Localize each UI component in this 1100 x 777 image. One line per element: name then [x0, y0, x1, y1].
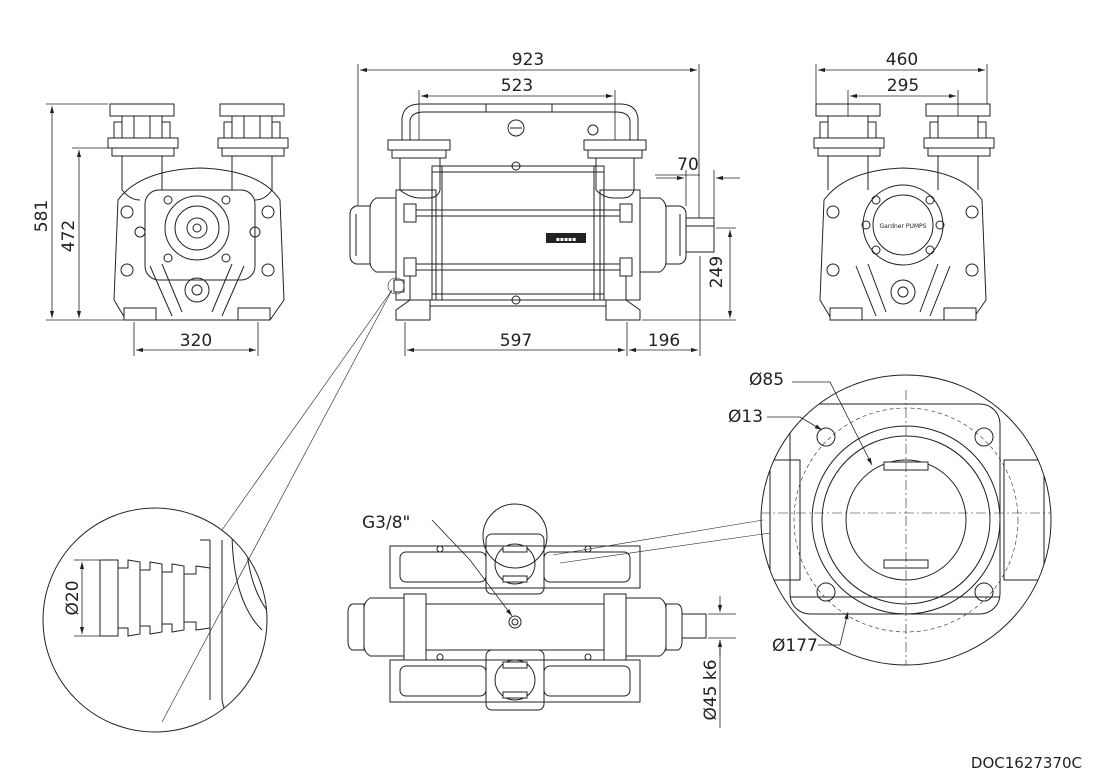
label-hose-dia: Ø20	[63, 580, 83, 615]
dim-320: 320	[180, 331, 212, 351]
dim-597: 597	[500, 331, 532, 351]
dim-523: 523	[501, 76, 533, 96]
side-view: ▪▪▪▪▪	[349, 64, 740, 356]
dim-460: 460	[886, 50, 918, 70]
label-bore: Ø85	[749, 370, 784, 390]
label-bolt-hole: Ø13	[728, 407, 763, 427]
dim-581: 581	[32, 200, 52, 232]
label-outer: Ø177	[772, 636, 818, 656]
dim-923: 923	[512, 50, 544, 70]
label-shaft-dia: Ø45 k6	[701, 659, 721, 720]
document-number: DOC1627370C	[971, 754, 1082, 772]
rear-nameplate: Gardner PUMPS	[880, 223, 927, 230]
nameplate-label: ▪▪▪▪▪	[556, 236, 576, 243]
label-port-thread: G3/8"	[362, 513, 410, 533]
rear-view	[813, 64, 995, 321]
top-view	[347, 503, 736, 728]
dim-472: 472	[59, 220, 79, 252]
dim-196: 196	[648, 331, 680, 351]
dim-295: 295	[887, 76, 919, 96]
hose-detail	[42, 277, 405, 733]
front-view	[46, 103, 289, 356]
dim-249: 249	[707, 256, 727, 288]
flange-detail	[552, 374, 1052, 666]
dim-70: 70	[677, 155, 699, 175]
